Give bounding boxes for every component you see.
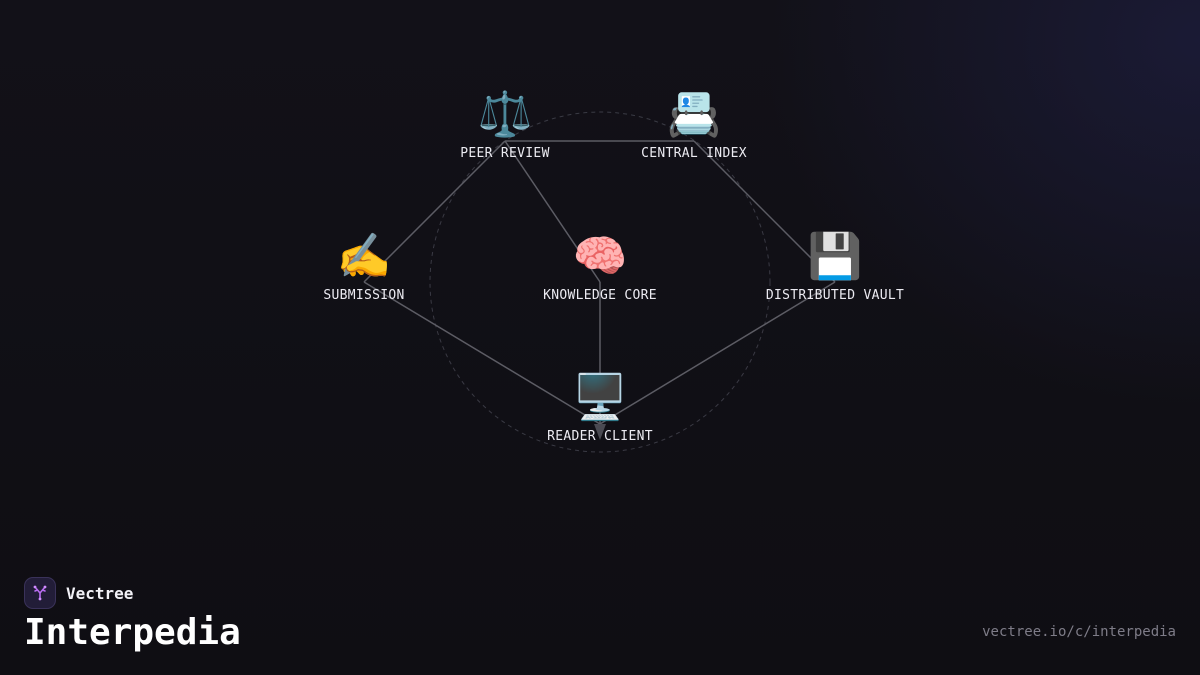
node-label: DISTRIBUTED VAULT — [765, 288, 905, 303]
writing-hand-icon: ✍️ — [336, 231, 392, 282]
edge-central-index-to-distributed-vault — [693, 140, 836, 283]
node-label: KNOWLEDGE CORE — [543, 288, 657, 303]
source-url[interactable]: vectree.io/c/interpedia — [982, 624, 1176, 640]
node-central-index[interactable]: 📇 CENTRAL INDEX — [641, 88, 747, 161]
edge-distributed-vault-to-reader-client — [599, 281, 836, 425]
floppy-disk-icon: 💾 — [807, 231, 863, 282]
edge-peer-review-to-submission — [363, 140, 506, 283]
node-reader-client[interactable]: 🖥️ READER CLIENT — [547, 371, 653, 444]
node-knowledge-core[interactable]: 🧠 KNOWLEDGE CORE — [543, 230, 657, 303]
node-distributed-vault[interactable]: 💾 DISTRIBUTED VAULT — [766, 230, 904, 303]
edge-peer-review-to-knowledge-core — [504, 140, 601, 283]
card-index-icon: 📇 — [666, 89, 722, 140]
node-peer-review[interactable]: ⚖️ PEER REVIEW — [460, 88, 549, 161]
brain-icon: 🧠 — [572, 231, 628, 282]
node-label: CENTRAL INDEX — [641, 146, 747, 161]
reader-client-pointer — [594, 424, 606, 440]
brand-name: Vectree — [66, 583, 134, 603]
page-title: Interpedia — [24, 612, 241, 653]
edge-submission-to-reader-client — [363, 281, 601, 425]
edges-group — [363, 140, 836, 425]
node-label: READER CLIENT — [547, 429, 653, 444]
node-label: PEER REVIEW — [460, 146, 550, 161]
node-label: SUBMISSION — [323, 288, 405, 303]
vectree-tree-logo-icon — [24, 577, 56, 609]
scales-icon: ⚖️ — [477, 89, 533, 140]
desktop-computer-icon: 🖥️ — [572, 372, 628, 423]
brand[interactable]: Vectree — [24, 577, 133, 609]
node-submission[interactable]: ✍️ SUBMISSION — [323, 230, 404, 303]
orbit-ring — [429, 111, 771, 453]
